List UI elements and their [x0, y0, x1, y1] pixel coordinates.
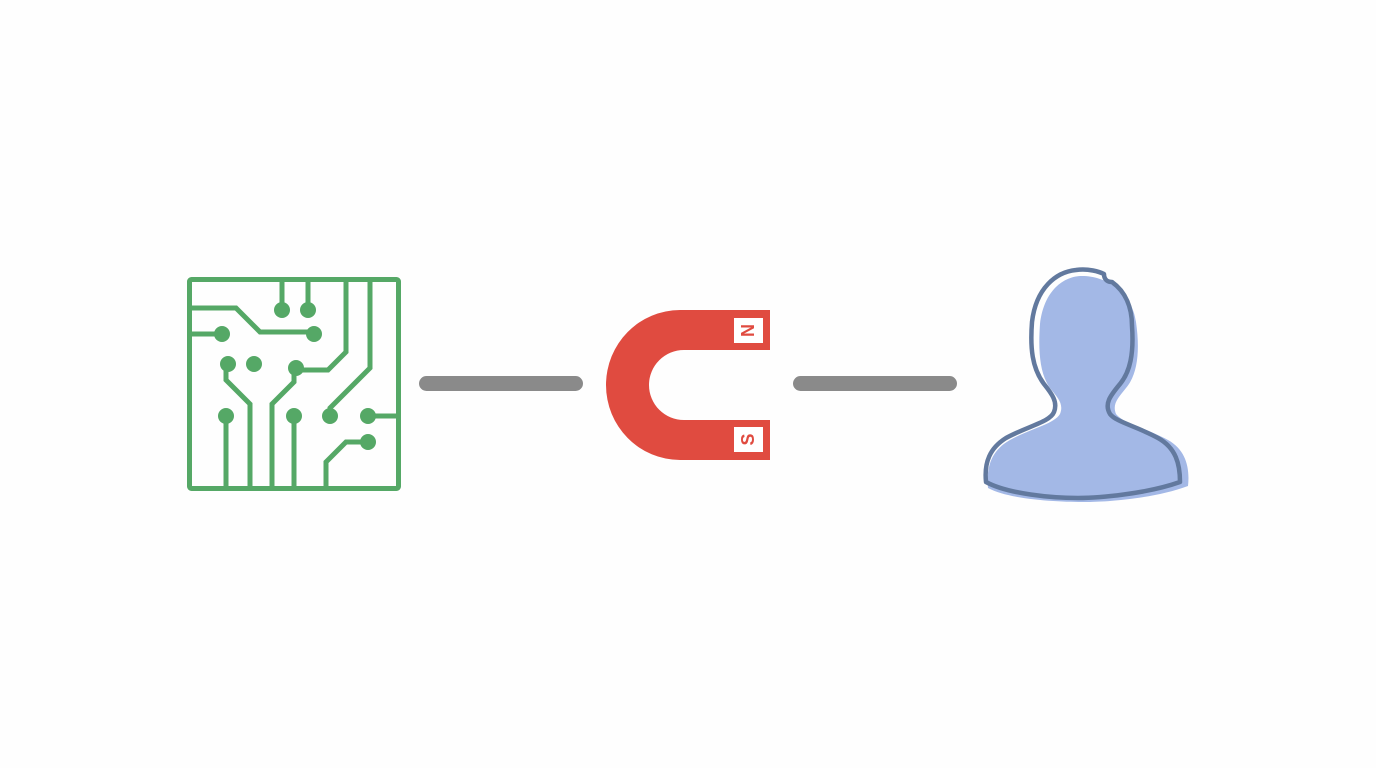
connector-circuit-to-magnet — [419, 376, 583, 391]
circuit-node — [186, 276, 402, 492]
user-node — [980, 264, 1192, 504]
magnet-node: N S — [604, 308, 774, 462]
user-silhouette-icon — [983, 267, 1189, 502]
south-pole-label: S — [738, 433, 758, 446]
circuit-board-icon — [187, 277, 401, 491]
north-pole-label: N — [738, 324, 758, 337]
magnet-icon — [606, 310, 770, 460]
connector-magnet-to-user — [793, 376, 957, 391]
